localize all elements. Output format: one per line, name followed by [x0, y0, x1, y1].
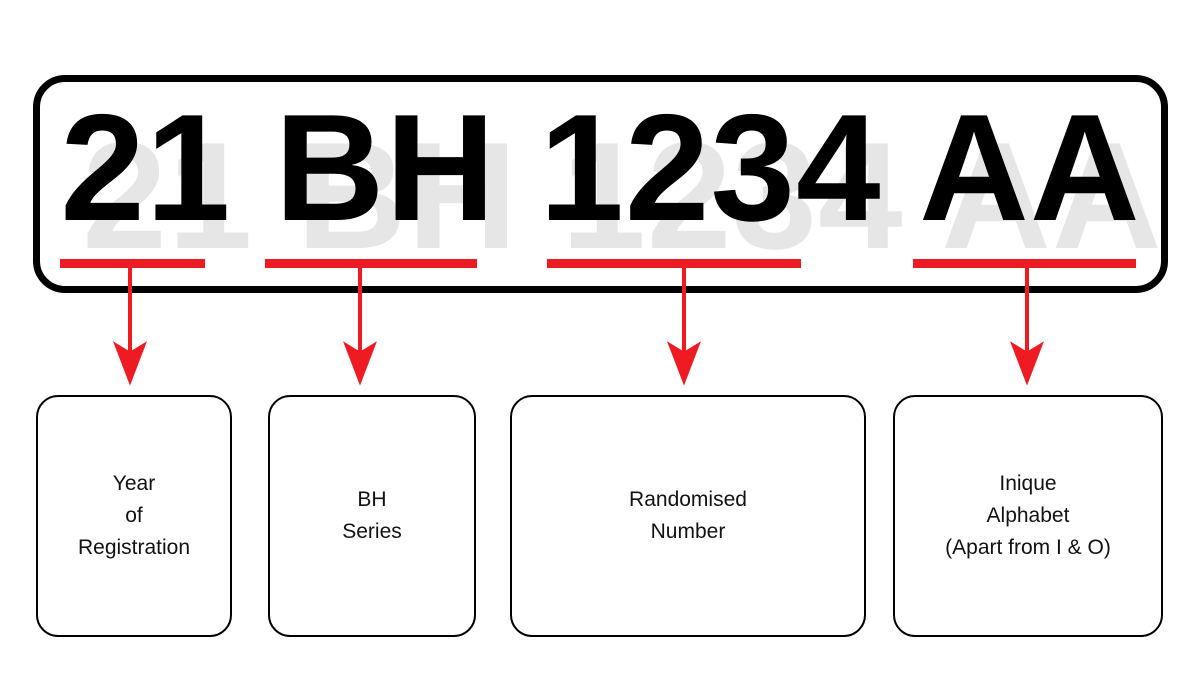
underline-number: [547, 259, 801, 268]
arrow-series-icon: [343, 262, 377, 386]
label-box-number: Randomised Number: [510, 395, 866, 637]
label-box-number-text: Randomised Number: [629, 488, 747, 543]
number-plate-text: 21 BH 1234 AA: [60, 83, 1141, 253]
label-box-year: Year of Registration: [36, 395, 232, 637]
label-box-alphabet-text: Inique Alphabet (Apart from I & O): [945, 472, 1111, 559]
number-plate-inner: 21 BH 1234 AA 21 BH 1234 AA: [40, 82, 1161, 286]
label-box-year-text: Year of Registration: [77, 472, 191, 559]
number-plate-text-shadow: 21 BH 1234 AA: [82, 111, 1161, 281]
underline-alphabet: [913, 259, 1136, 268]
label-box-series: BH Series: [268, 395, 476, 637]
label-box-alphabet: Inique Alphabet (Apart from I & O): [893, 395, 1163, 637]
arrow-number-icon: [667, 262, 701, 386]
number-plate: 21 BH 1234 AA 21 BH 1234 AA: [33, 75, 1168, 293]
label-box-series-text: BH Series: [342, 488, 402, 543]
arrow-year-icon: [113, 262, 147, 386]
arrow-alphabet-icon: [1010, 262, 1044, 386]
underline-series: [265, 259, 477, 268]
underline-year: [60, 259, 205, 268]
